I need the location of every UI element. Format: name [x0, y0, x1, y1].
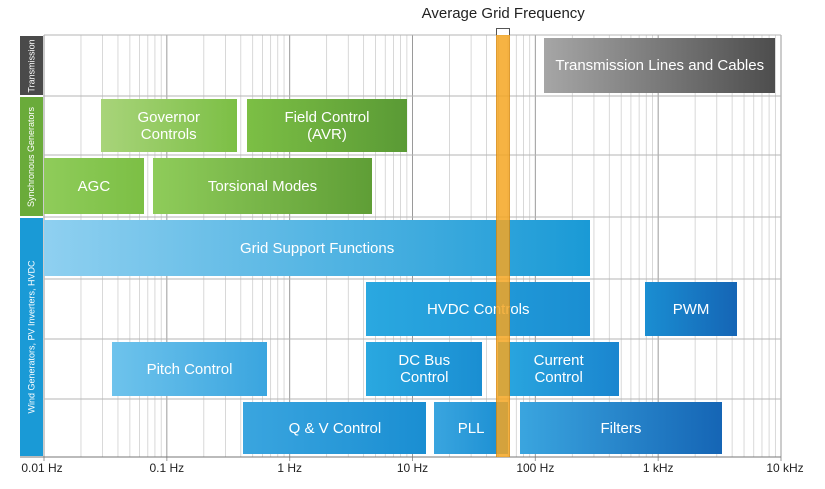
range-bar: PLL: [434, 402, 509, 454]
axis-tick-label: 1 kHz: [642, 461, 674, 475]
axis-tick-label: 10 Hz: [396, 461, 429, 475]
axis-tick-label: 10 kHz: [766, 461, 804, 475]
range-bar: HVDC Controls: [366, 282, 591, 336]
band-label: Wind Generators, PV Inverters, HVDC: [20, 218, 43, 456]
range-bar: PWM: [644, 282, 738, 336]
grid-frequency-band: [496, 35, 511, 457]
range-bar: Torsional Modes: [152, 158, 373, 214]
axis-tick-label: 0.01 Hz: [21, 461, 63, 475]
band-label: Transmission: [20, 36, 43, 95]
range-bar: Filters: [519, 402, 722, 454]
range-bar: Governor Controls: [100, 99, 237, 152]
range-bar: Pitch Control: [112, 342, 267, 396]
range-bar: Current Control: [498, 342, 619, 396]
grid-frequency-marker: [496, 28, 511, 35]
band-label-text: Wind Generators, PV Inverters, HVDC: [26, 260, 37, 414]
band-label: Synchronous Generators: [20, 97, 43, 216]
range-bar: AGC: [44, 158, 144, 214]
band-label-text: Synchronous Generators: [26, 106, 37, 207]
band-label-text: Transmission: [26, 38, 37, 93]
range-bar: DC Bus Control: [366, 342, 483, 396]
axis-tick-label: 0.1 Hz: [149, 461, 185, 475]
range-bar: Transmission Lines and Cables: [544, 38, 776, 93]
range-bar: Q & V Control: [243, 402, 427, 454]
grid-frequency-title: Average Grid Frequency: [421, 5, 585, 22]
axis-tick-label: 1 Hz: [277, 461, 302, 475]
axis-tick-label: 100 Hz: [516, 461, 555, 475]
range-bar: Field Control (AVR): [247, 99, 407, 152]
